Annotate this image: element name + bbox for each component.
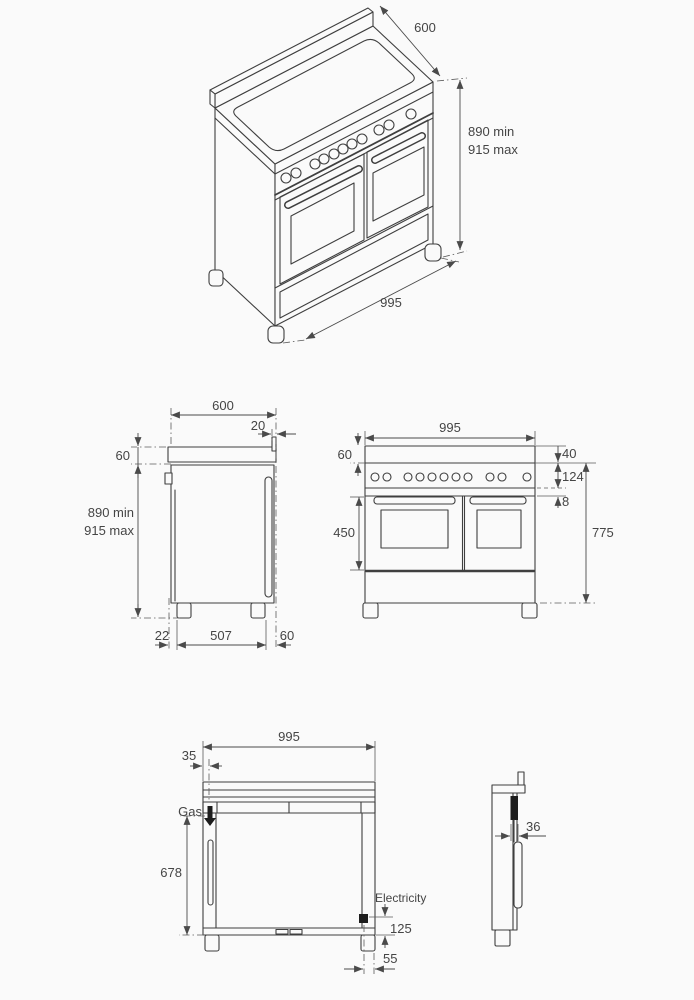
electricity-connection-marker: [359, 914, 368, 923]
front-left-window: [380, 509, 449, 549]
rear-view: Gas 995 35 678 Electricity 125 55: [160, 729, 426, 974]
rear-electricity-offset-label: 55: [383, 951, 397, 966]
side-feet-span-label: 507: [210, 628, 232, 643]
right-oven-door: [366, 119, 429, 239]
front-body: [364, 445, 536, 604]
front-panel-label: 124: [562, 469, 584, 484]
profile-gas-pipe: [510, 796, 518, 820]
side-height-max-label: 915 max: [84, 523, 134, 538]
gas-connection-arrow: [204, 806, 216, 826]
foot: [521, 602, 538, 619]
profile-rear-trim: [513, 841, 523, 909]
foot: [424, 243, 442, 262]
iso-width-label: 995: [380, 295, 402, 310]
front-top-section-label: 60: [338, 447, 352, 462]
rear-width-label: 995: [278, 729, 300, 744]
side-rear-trim: [264, 476, 273, 598]
front-body-height-label: 775: [592, 525, 614, 540]
right-door-window: [372, 146, 425, 222]
foot: [176, 602, 192, 619]
side-backsplash: [271, 436, 277, 452]
foot: [250, 602, 266, 619]
profile-clearance-label: 36: [526, 819, 540, 834]
backsplash-end: [209, 89, 216, 109]
side-height-min-label: 890 min: [88, 505, 134, 520]
control-knobs: [280, 108, 417, 184]
front-door-height-label: 450: [333, 525, 355, 540]
vent-slot: [275, 928, 289, 935]
foot: [494, 929, 511, 947]
profile-top-flange: [491, 784, 526, 794]
foot: [362, 602, 379, 619]
electricity-label: Electricity: [375, 891, 426, 905]
drawer-front: [279, 213, 429, 319]
side-knob: [164, 472, 173, 485]
side-rear-offset-label: 60: [280, 628, 294, 643]
side-backsplash-label: 20: [251, 418, 265, 433]
side-view: 600 20 60 890 min 915 max 22 507 60: [84, 398, 296, 650]
front-right-handle: [469, 496, 527, 505]
side-body: [170, 464, 275, 604]
rear-electricity-height-label: 125: [390, 921, 412, 936]
hob-surface-outline: [233, 38, 415, 152]
rear-height-label: 678: [160, 865, 182, 880]
side-depth-label: 600: [212, 398, 234, 413]
gas-label: Gas: [178, 804, 202, 819]
front-right-window: [476, 509, 522, 549]
left-door-window: [290, 182, 355, 265]
iso-height-max-label: 915 max: [468, 142, 518, 157]
side-top-section-label: 60: [116, 448, 130, 463]
left-oven-door: [279, 153, 365, 285]
iso-depth-label: 600: [414, 20, 436, 35]
front-left-handle: [373, 496, 456, 505]
side-hob-slab: [167, 446, 277, 463]
front-width-label: 995: [439, 420, 461, 435]
rear-gas-offset-label: 35: [182, 748, 196, 763]
foot: [360, 934, 376, 952]
side-front-offset-label: 22: [155, 628, 169, 643]
foot: [267, 325, 285, 344]
front-view: 995 60 40 124 8 450 775: [333, 420, 614, 619]
isometric-view: 600 890 min 915 max 995: [208, 5, 518, 344]
side-profile-view: 36: [491, 771, 546, 947]
foot: [204, 934, 220, 952]
front-backsplash-label: 40: [562, 446, 576, 461]
vent-slot: [289, 928, 303, 935]
front-control-knobs: [370, 472, 532, 482]
foot: [208, 269, 224, 287]
iso-height-min-label: 890 min: [468, 124, 514, 139]
front-trim-gap-label: 8: [562, 494, 569, 509]
